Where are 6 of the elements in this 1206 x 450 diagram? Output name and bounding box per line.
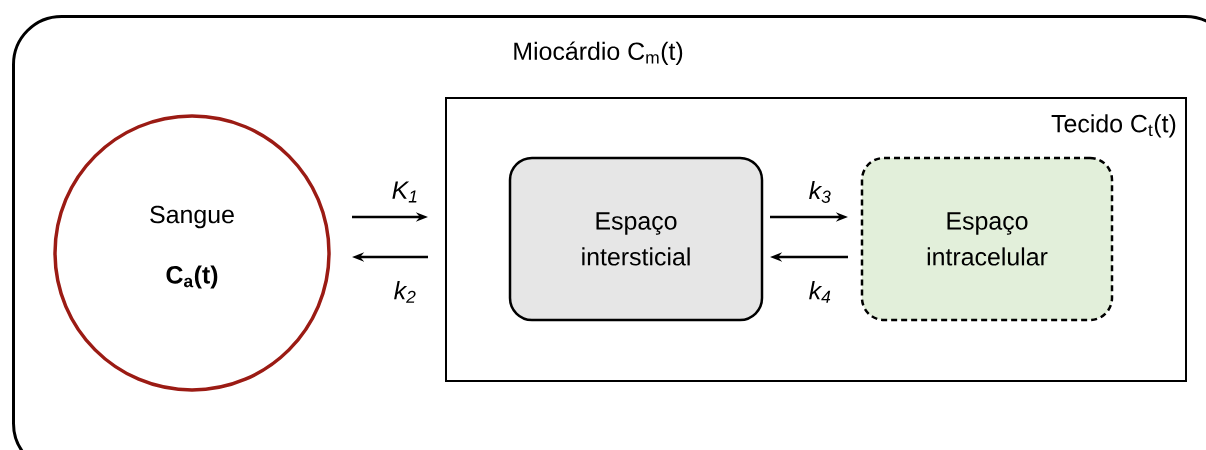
process-box: Espaço intracelular [860, 156, 1114, 322]
edge-label: k$_{3}$ [809, 181, 831, 203]
edge-label: K$_{1}$ [392, 181, 417, 203]
process-box: Espaço intersticial [508, 156, 764, 322]
edge-label: k$_{2}$ [394, 281, 416, 303]
edge-label: k$_{4}$ [809, 281, 831, 303]
